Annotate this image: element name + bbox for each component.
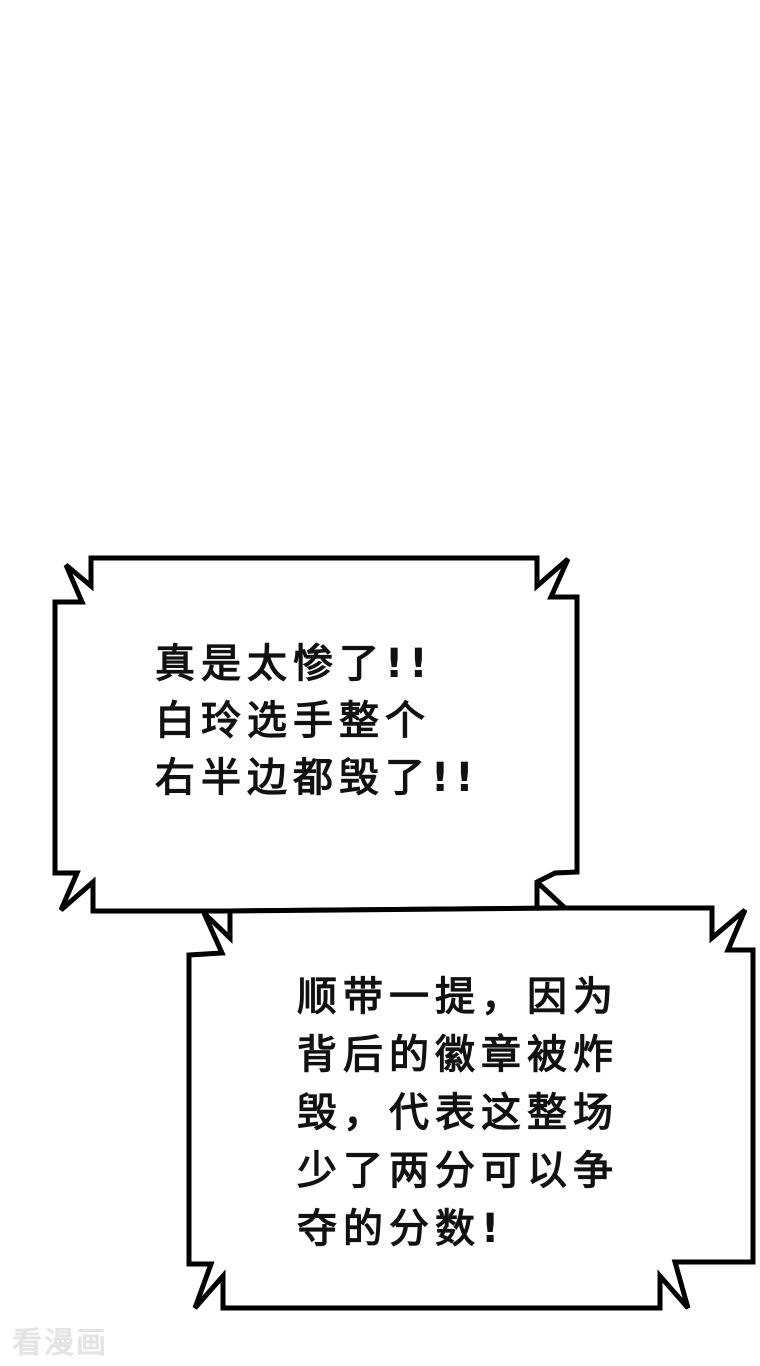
bubble-2-line-4: 少了两分可以争 [297,1148,619,1194]
bubble-1-line-3: 右半边都毁了!! [155,755,480,801]
watermark-logo: 看漫画 [12,1326,108,1361]
bubble-2-line-2: 背后的徽章被炸 [297,1032,619,1078]
bubble-1-line-1: 真是太惨了!! [155,641,434,687]
bubble-2-line-1: 顺带一提，因为 [297,974,619,1020]
bubble-2-line-3: 毁，代表这整场 [297,1090,619,1136]
speech-bubble-2-text: 顺带一提，因为 背后的徽章被炸 毁，代表这整场 少了两分可以争 夺的分数! [297,968,619,1258]
speech-bubble-1-text: 真是太惨了!! 白玲选手整个 右半边都毁了!! [155,636,479,807]
speech-bubble-2-outline [186,905,756,1311]
bubble-2-line-5: 夺的分数! [297,1206,506,1252]
bubble-junction-spike [535,880,567,910]
bubble-1-line-2: 白玲选手整个 [155,698,431,744]
